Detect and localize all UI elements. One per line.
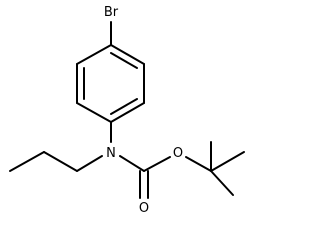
bond-cq-me-right (210, 151, 245, 172)
bond-c4-c5 (76, 102, 112, 123)
bond-cq-me-bottom (210, 170, 234, 196)
ester-oxygen-label: O (173, 146, 183, 161)
carbonyl-oxygen-label: O (139, 201, 149, 216)
bond-c3-c4 (110, 102, 145, 123)
bond-ch2-ch2 (43, 151, 78, 172)
tert-butyl-group (185, 141, 245, 196)
bond-inner-1 (110, 52, 138, 69)
bond-c6-c1 (76, 44, 112, 65)
bond-inner-2 (110, 98, 138, 115)
benzene-ring (76, 44, 145, 123)
bond-carbonyl-ester-o (143, 156, 171, 172)
bromine-label: Br (104, 5, 119, 20)
carbamate-group: O O (119, 146, 183, 216)
nitrogen-label: N (106, 146, 116, 161)
chemical-structure: Br N O O (9, 5, 245, 216)
bond-n-carbonyl (119, 155, 145, 172)
bond-n-ch2 (76, 155, 103, 172)
propyl-chain (9, 151, 103, 172)
bond-c1-c2 (110, 44, 145, 65)
bond-ch2-ch3 (9, 151, 45, 172)
bond-o-cq (185, 156, 212, 172)
